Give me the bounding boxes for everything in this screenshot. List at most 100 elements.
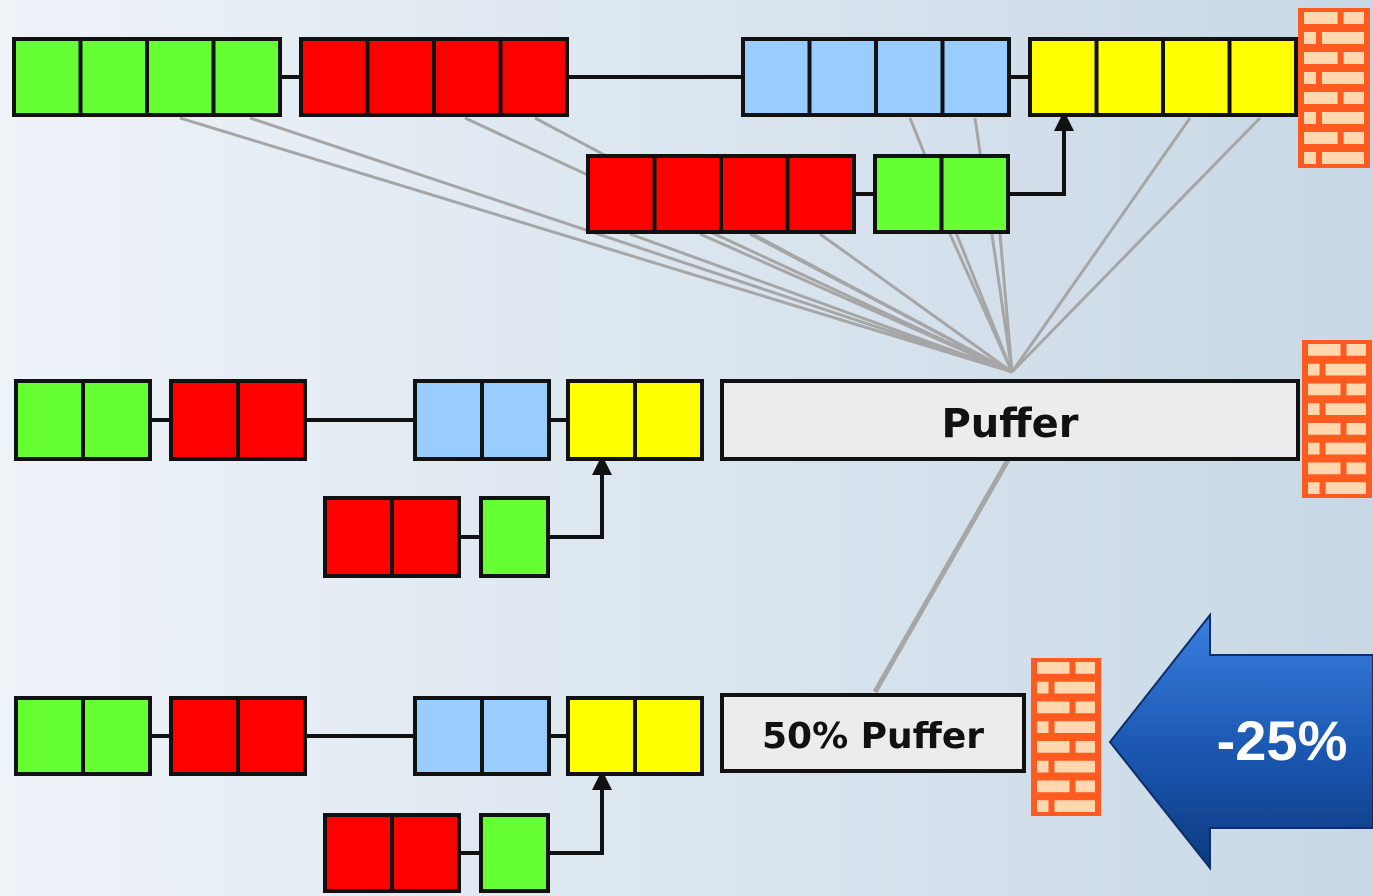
red-task-cell: [586, 154, 657, 234]
scenario-full-project: [12, 8, 1370, 234]
red-task-cell: [236, 379, 307, 461]
wall-brick: [1037, 760, 1049, 773]
yellow-task-cell: [566, 379, 637, 461]
yellow-task-cell: [1094, 37, 1165, 117]
half-project-buffer-label: 50% Puffer: [762, 716, 984, 757]
wall-brick: [1308, 482, 1320, 494]
wall-brick: [1037, 701, 1070, 714]
wall-brick: [1343, 52, 1364, 64]
red-task-cell: [365, 37, 436, 117]
scenario-halved-with-half-buffer: 50% Puffer: [14, 658, 1101, 893]
projection-line: [819, 232, 1013, 374]
green-task-cell: [145, 37, 216, 117]
red-task-cell: [169, 379, 240, 461]
green-task: [12, 37, 282, 117]
red-task-cell: [719, 154, 790, 234]
reduction-arrow: -25%: [1108, 612, 1373, 871]
blue-task-cell: [741, 37, 812, 117]
yellow-task: [566, 379, 704, 461]
wall-brick: [1346, 383, 1366, 396]
wall-brick: [1308, 442, 1320, 455]
wall-body: [1031, 658, 1101, 816]
projection-line: [464, 116, 1013, 374]
red-task-cell: [432, 37, 503, 117]
blue-task-cell: [807, 37, 878, 117]
wall-brick: [1308, 423, 1341, 435]
wall-brick: [1322, 32, 1364, 44]
wall-brick: [1343, 92, 1364, 104]
yellow-task: [1028, 37, 1298, 117]
green-task-cell: [14, 379, 85, 461]
projection-line: [948, 233, 1014, 373]
blue-task-cell: [413, 696, 484, 776]
scenario-halved-with-buffer: Puffer: [14, 340, 1372, 578]
blue-task: [413, 696, 551, 776]
wall-brick: [1075, 780, 1095, 793]
projection-line: [629, 232, 1013, 374]
wall-brick: [1346, 423, 1366, 435]
wall-brick: [1308, 383, 1341, 396]
wall-brick: [1075, 741, 1095, 753]
projection-line: [249, 116, 1013, 374]
yellow-task-cell: [1161, 37, 1232, 117]
green-task-cell: [873, 154, 944, 234]
yellow-task: [566, 696, 704, 776]
wall-brick: [1304, 112, 1316, 124]
yellow-task-cell: [1028, 37, 1099, 117]
wall-brick: [1308, 344, 1341, 356]
wall-brick: [1322, 112, 1364, 124]
feeding-chain: [586, 154, 1010, 234]
wall-brick: [1304, 132, 1338, 144]
task-connectors: [280, 75, 1074, 196]
critical-chain: [14, 696, 704, 776]
wall-brick: [1343, 12, 1364, 24]
red-task-cell: [390, 813, 461, 893]
buffer-reduction-line: [872, 458, 1011, 694]
task-connectors: [150, 418, 612, 539]
wall-brick: [1308, 462, 1341, 475]
wall-brick: [1308, 403, 1320, 415]
yellow-task-cell: [566, 696, 637, 776]
green-task-cell: [81, 696, 152, 776]
red-task-cell: [169, 696, 240, 776]
green-feeder-task: [873, 154, 1010, 234]
deadline-wall-icon: [1031, 658, 1101, 816]
left-arrow-icon: [1108, 612, 1373, 871]
red-feeder-task: [323, 813, 461, 893]
task-connectors: [150, 734, 612, 855]
green-task-cell: [78, 37, 149, 117]
green-task: [14, 696, 152, 776]
projection-line: [1010, 117, 1192, 373]
wall-brick: [1054, 800, 1095, 812]
wall-brick: [1037, 721, 1049, 733]
green-feeder-task: [479, 496, 550, 578]
green-feeder-task: [479, 813, 550, 893]
wall-body: [1302, 340, 1372, 498]
wall-brick: [1322, 152, 1364, 164]
wall-brick: [1304, 12, 1338, 24]
red-task-cell: [390, 496, 461, 578]
project-buffer: [720, 379, 1300, 461]
red-feeder-task: [586, 154, 856, 234]
yellow-task-cell: [633, 379, 704, 461]
wall-brick: [1037, 681, 1049, 694]
blue-task-cell: [480, 379, 551, 461]
blue-task-cell: [413, 379, 484, 461]
wall-brick: [1075, 701, 1095, 714]
yellow-task-cell: [1227, 37, 1298, 117]
red-feeder-task: [323, 496, 461, 578]
wall-brick: [1037, 800, 1049, 812]
red-task: [299, 37, 569, 117]
wall-brick: [1304, 52, 1338, 64]
deadline-wall-icon: [1302, 340, 1372, 498]
critical-chain: [14, 379, 704, 461]
red-task: [169, 379, 307, 461]
wall-brick: [1325, 403, 1366, 415]
projection-line: [998, 233, 1014, 373]
blue-task-cell: [874, 37, 945, 117]
yellow-task-cell: [633, 696, 704, 776]
project-buffer-label: Puffer: [941, 401, 1078, 447]
blue-task-cell: [940, 37, 1011, 117]
feeding-arrow: [1008, 111, 1074, 196]
